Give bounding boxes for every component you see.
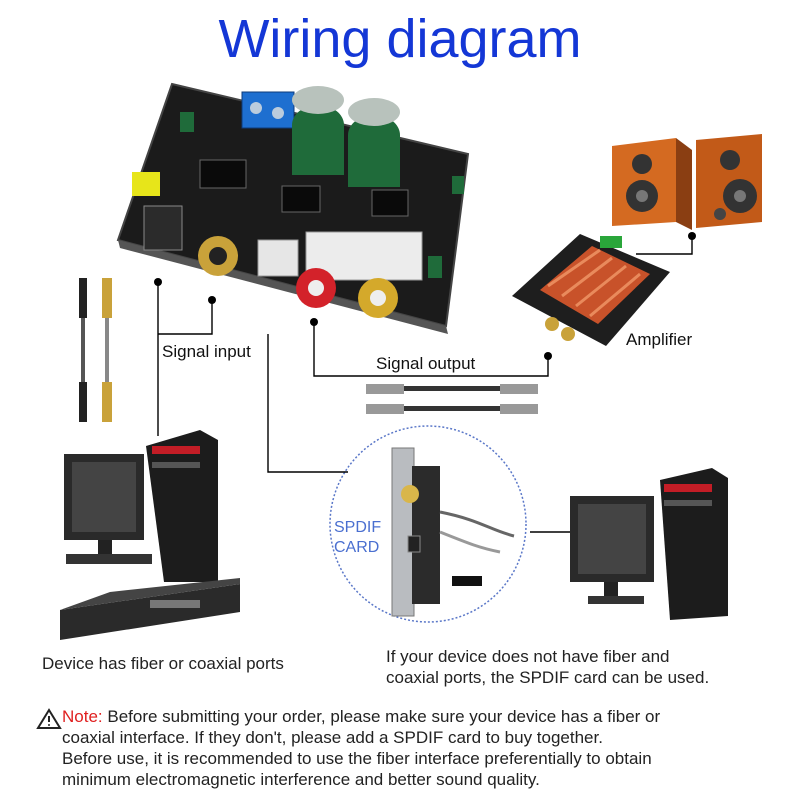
spdif-card-icon — [329, 425, 527, 623]
rca-cable-icon — [102, 278, 112, 422]
amplifier-board-icon — [512, 234, 670, 346]
speaker-icon — [612, 138, 692, 230]
optical-cable-icon — [79, 278, 87, 422]
computer-icon — [570, 468, 728, 620]
note-block: Note: Before submitting your order, plea… — [62, 707, 661, 789]
right-caption: If your device does not have fiber and c… — [386, 647, 710, 687]
decoder-board-icon — [116, 82, 470, 334]
speaker-icon — [696, 134, 762, 228]
connection-lines — [157, 236, 693, 533]
page-title: Wiring diagram — [218, 9, 582, 69]
left-caption: Device has fiber or coaxial ports — [42, 654, 284, 673]
rca-cable-icon — [366, 384, 538, 414]
signal-output-label: Signal output — [376, 354, 476, 374]
spdif-card-label: SPDIF CARD — [334, 519, 382, 556]
amplifier-label: Amplifier — [626, 330, 693, 350]
computer-icon — [64, 430, 218, 582]
dvd-player-icon — [60, 578, 240, 640]
note-prefix: Note: — [62, 707, 103, 726]
signal-input-label: Signal input — [162, 342, 251, 362]
warning-icon — [36, 708, 62, 729]
